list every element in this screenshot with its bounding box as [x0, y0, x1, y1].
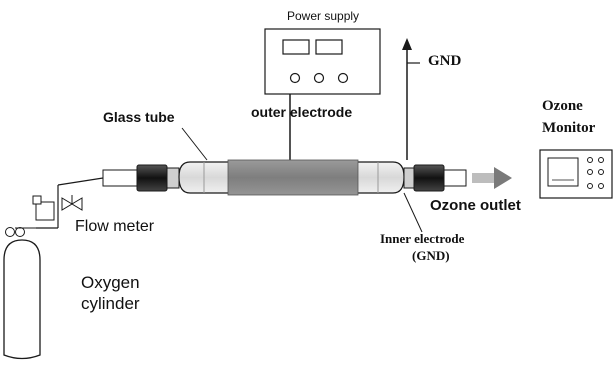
display-window-left	[282, 39, 310, 55]
oxygen-cylinder-label-line1: Oxygen	[81, 273, 140, 292]
ozone-monitor-label-line1: Ozone	[542, 98, 583, 114]
power-supply-label: Power supply	[287, 9, 360, 23]
outlet-arrow	[472, 167, 512, 189]
flow-meter-device	[32, 195, 55, 221]
power-knob	[289, 72, 301, 84]
valve-symbol	[61, 195, 83, 211]
gnd-wire	[402, 38, 420, 160]
glass-tube-label: Glass tube	[103, 109, 175, 125]
monitor-screen	[547, 157, 579, 187]
outer-electrode-label: outer electrode	[251, 104, 353, 120]
glass-tube-pointer	[181, 127, 208, 161]
left-connector	[136, 164, 180, 192]
oxygen-cylinder	[3, 227, 41, 360]
inner-electrode-label-line2: (GND)	[412, 248, 450, 263]
oxygen-cylinder-label-line2: cylinder	[81, 294, 140, 313]
outlet-pipe	[443, 169, 467, 187]
power-knob	[337, 72, 349, 84]
gnd-label: GND	[428, 53, 462, 69]
inlet-pipe	[102, 169, 138, 187]
gnd-arrowhead	[402, 38, 412, 50]
power-supply-box	[264, 28, 381, 95]
power-knob	[313, 72, 325, 84]
outer-electrode	[227, 159, 359, 196]
inner-electrode-pointer	[403, 192, 423, 233]
ozone-monitor-label-line2: Monitor	[542, 120, 596, 136]
gas-line	[36, 177, 104, 229]
ozone-outlet-label: Ozone outlet	[430, 197, 521, 214]
display-window-right	[315, 39, 343, 55]
ozone-monitor-device	[539, 149, 613, 199]
right-connector	[403, 164, 445, 192]
inner-electrode-label-line1: Inner electrode	[380, 231, 465, 246]
flow-meter-label: Flow meter	[75, 218, 155, 235]
